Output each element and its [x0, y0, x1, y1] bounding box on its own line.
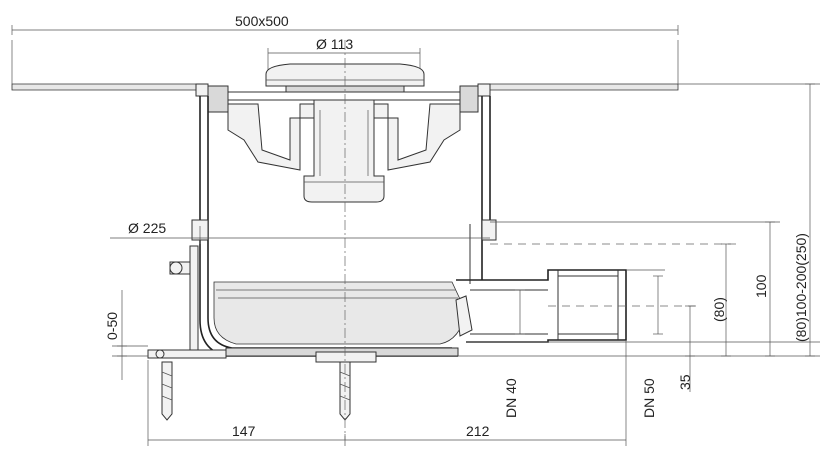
dn50-label: DN 50	[641, 378, 657, 418]
height-35-label: 35	[677, 374, 693, 390]
dimension-dn50: DN 50	[641, 275, 663, 418]
body-diameter-label: Ø 225	[128, 220, 166, 236]
dimension-body-diameter: Ø 225	[110, 220, 490, 244]
anchor-left	[161, 361, 173, 421]
height-range-label: (80)100-200(250)	[793, 233, 809, 342]
dimension-height-range: (80)100-200(250)	[793, 83, 815, 357]
dimension-plate-size: 500x500	[11, 13, 679, 35]
dimension-dn40: DN 40	[503, 289, 525, 418]
dimension-bottom: 147 212	[147, 340, 627, 446]
dimension-height-35: 35	[677, 305, 695, 392]
odour-trap-insert	[227, 99, 461, 203]
height-100-label: 100	[753, 274, 769, 298]
dn40-label: DN 40	[503, 378, 519, 418]
dimension-adjust-range: 0-50	[104, 290, 127, 380]
plate-size-label: 500x500	[235, 13, 289, 29]
outlet-pipe	[455, 269, 627, 343]
dimension-height-80: (80)	[711, 243, 731, 357]
offset-147-label: 147	[232, 423, 256, 439]
adjust-range-label: 0-50	[104, 312, 120, 340]
dimension-grate-diameter: Ø 113	[267, 36, 421, 74]
grate-diameter-label: Ø 113	[316, 36, 353, 52]
height-80-label: (80)	[711, 297, 727, 322]
fixing-clamp	[147, 245, 227, 359]
offset-212-label: 212	[466, 423, 490, 439]
dimension-height-100: 100	[753, 221, 775, 357]
